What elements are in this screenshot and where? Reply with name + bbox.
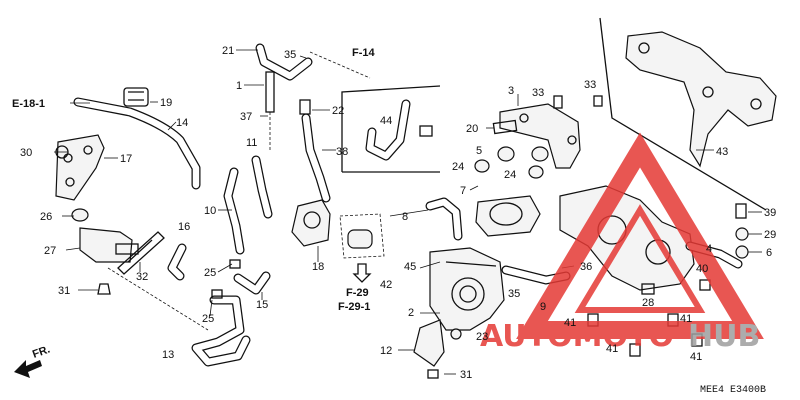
callout-25-a: 25 — [204, 267, 216, 279]
callout-4: 4 — [706, 243, 712, 255]
callout-40: 40 — [696, 263, 708, 275]
callout-33-a: 33 — [532, 87, 544, 99]
ref-e-18-1: E-18-1 — [12, 98, 45, 110]
left-hose-assembly — [54, 87, 251, 367]
callout-38: 38 — [336, 146, 348, 158]
callout-1: 1 — [236, 80, 242, 92]
center-hose-assembly — [209, 43, 441, 317]
callout-35-mid: 35 — [508, 288, 520, 300]
callout-16: 16 — [178, 221, 190, 233]
diagram-code: MEE4 E3400B — [700, 385, 766, 396]
callout-12: 12 — [380, 345, 392, 357]
callout-14: 14 — [176, 117, 188, 129]
callout-32: 32 — [136, 271, 148, 283]
callout-8: 8 — [402, 211, 408, 223]
callout-5-a: 5 — [476, 145, 482, 157]
callout-24-a: 24 — [452, 161, 464, 173]
callout-41-a: 41 — [564, 317, 576, 329]
callout-31-bottom: 31 — [460, 369, 472, 381]
callout-24-b: 24 — [504, 169, 516, 181]
front-label: FR. — [31, 343, 52, 360]
callout-41-b: 41 — [606, 343, 618, 355]
callout-41-d: 41 — [690, 351, 702, 363]
ref-f-29-1: F-29-1 — [338, 301, 370, 313]
callout-22: 22 — [332, 105, 344, 117]
callout-45: 45 — [404, 261, 416, 273]
callout-3: 3 — [508, 85, 514, 97]
callout-36: 36 — [580, 261, 592, 273]
callout-17: 17 — [120, 153, 132, 165]
callout-27: 27 — [44, 245, 56, 257]
callout-18: 18 — [312, 261, 324, 273]
callout-2: 2 — [408, 307, 414, 319]
callout-31-left: 31 — [58, 285, 70, 297]
callout-33-b: 33 — [584, 79, 596, 91]
ref-f-29: F-29 — [346, 287, 369, 299]
callout-6: 6 — [766, 247, 772, 259]
callout-30: 30 — [20, 147, 32, 159]
callout-29: 29 — [764, 229, 776, 241]
callout-13: 13 — [162, 349, 174, 361]
callout-labels: 21 35 1 37 22 11 38 44 10 16 25 25 15 18… — [20, 45, 776, 381]
watermark-text-red: AUTOMOTO — [480, 319, 674, 354]
watermark-text-gray: HUB — [688, 319, 760, 354]
front-arrow-icon: FR. — [14, 343, 52, 378]
callout-10: 10 — [204, 205, 216, 217]
reference-labels: E-18-1 F-14 F-29 F-29-1 FR. MEE4 E3400B — [12, 47, 766, 396]
throttle-assembly — [389, 94, 603, 379]
watermark: AUTOMOTO HUB — [480, 132, 764, 354]
callout-35-top: 35 — [284, 49, 296, 61]
callout-39: 39 — [764, 207, 776, 219]
callout-25-b: 25 — [202, 313, 214, 325]
callout-15: 15 — [256, 299, 268, 311]
ref-f-14: F-14 — [352, 47, 376, 59]
callout-19: 19 — [160, 97, 172, 109]
callout-43: 43 — [716, 146, 728, 158]
callout-21: 21 — [222, 45, 234, 57]
callout-44: 44 — [380, 115, 392, 127]
callout-20: 20 — [466, 123, 478, 135]
callout-11: 11 — [246, 137, 257, 149]
callout-28: 28 — [642, 297, 654, 309]
watermark-triangle — [516, 132, 764, 339]
callout-41-c: 41 — [680, 313, 692, 325]
callout-26: 26 — [40, 211, 52, 223]
callout-42: 42 — [380, 279, 392, 291]
callout-7: 7 — [460, 185, 466, 197]
callout-23: 23 — [476, 331, 488, 343]
callout-37: 37 — [240, 111, 252, 123]
callout-9: 9 — [540, 301, 546, 313]
